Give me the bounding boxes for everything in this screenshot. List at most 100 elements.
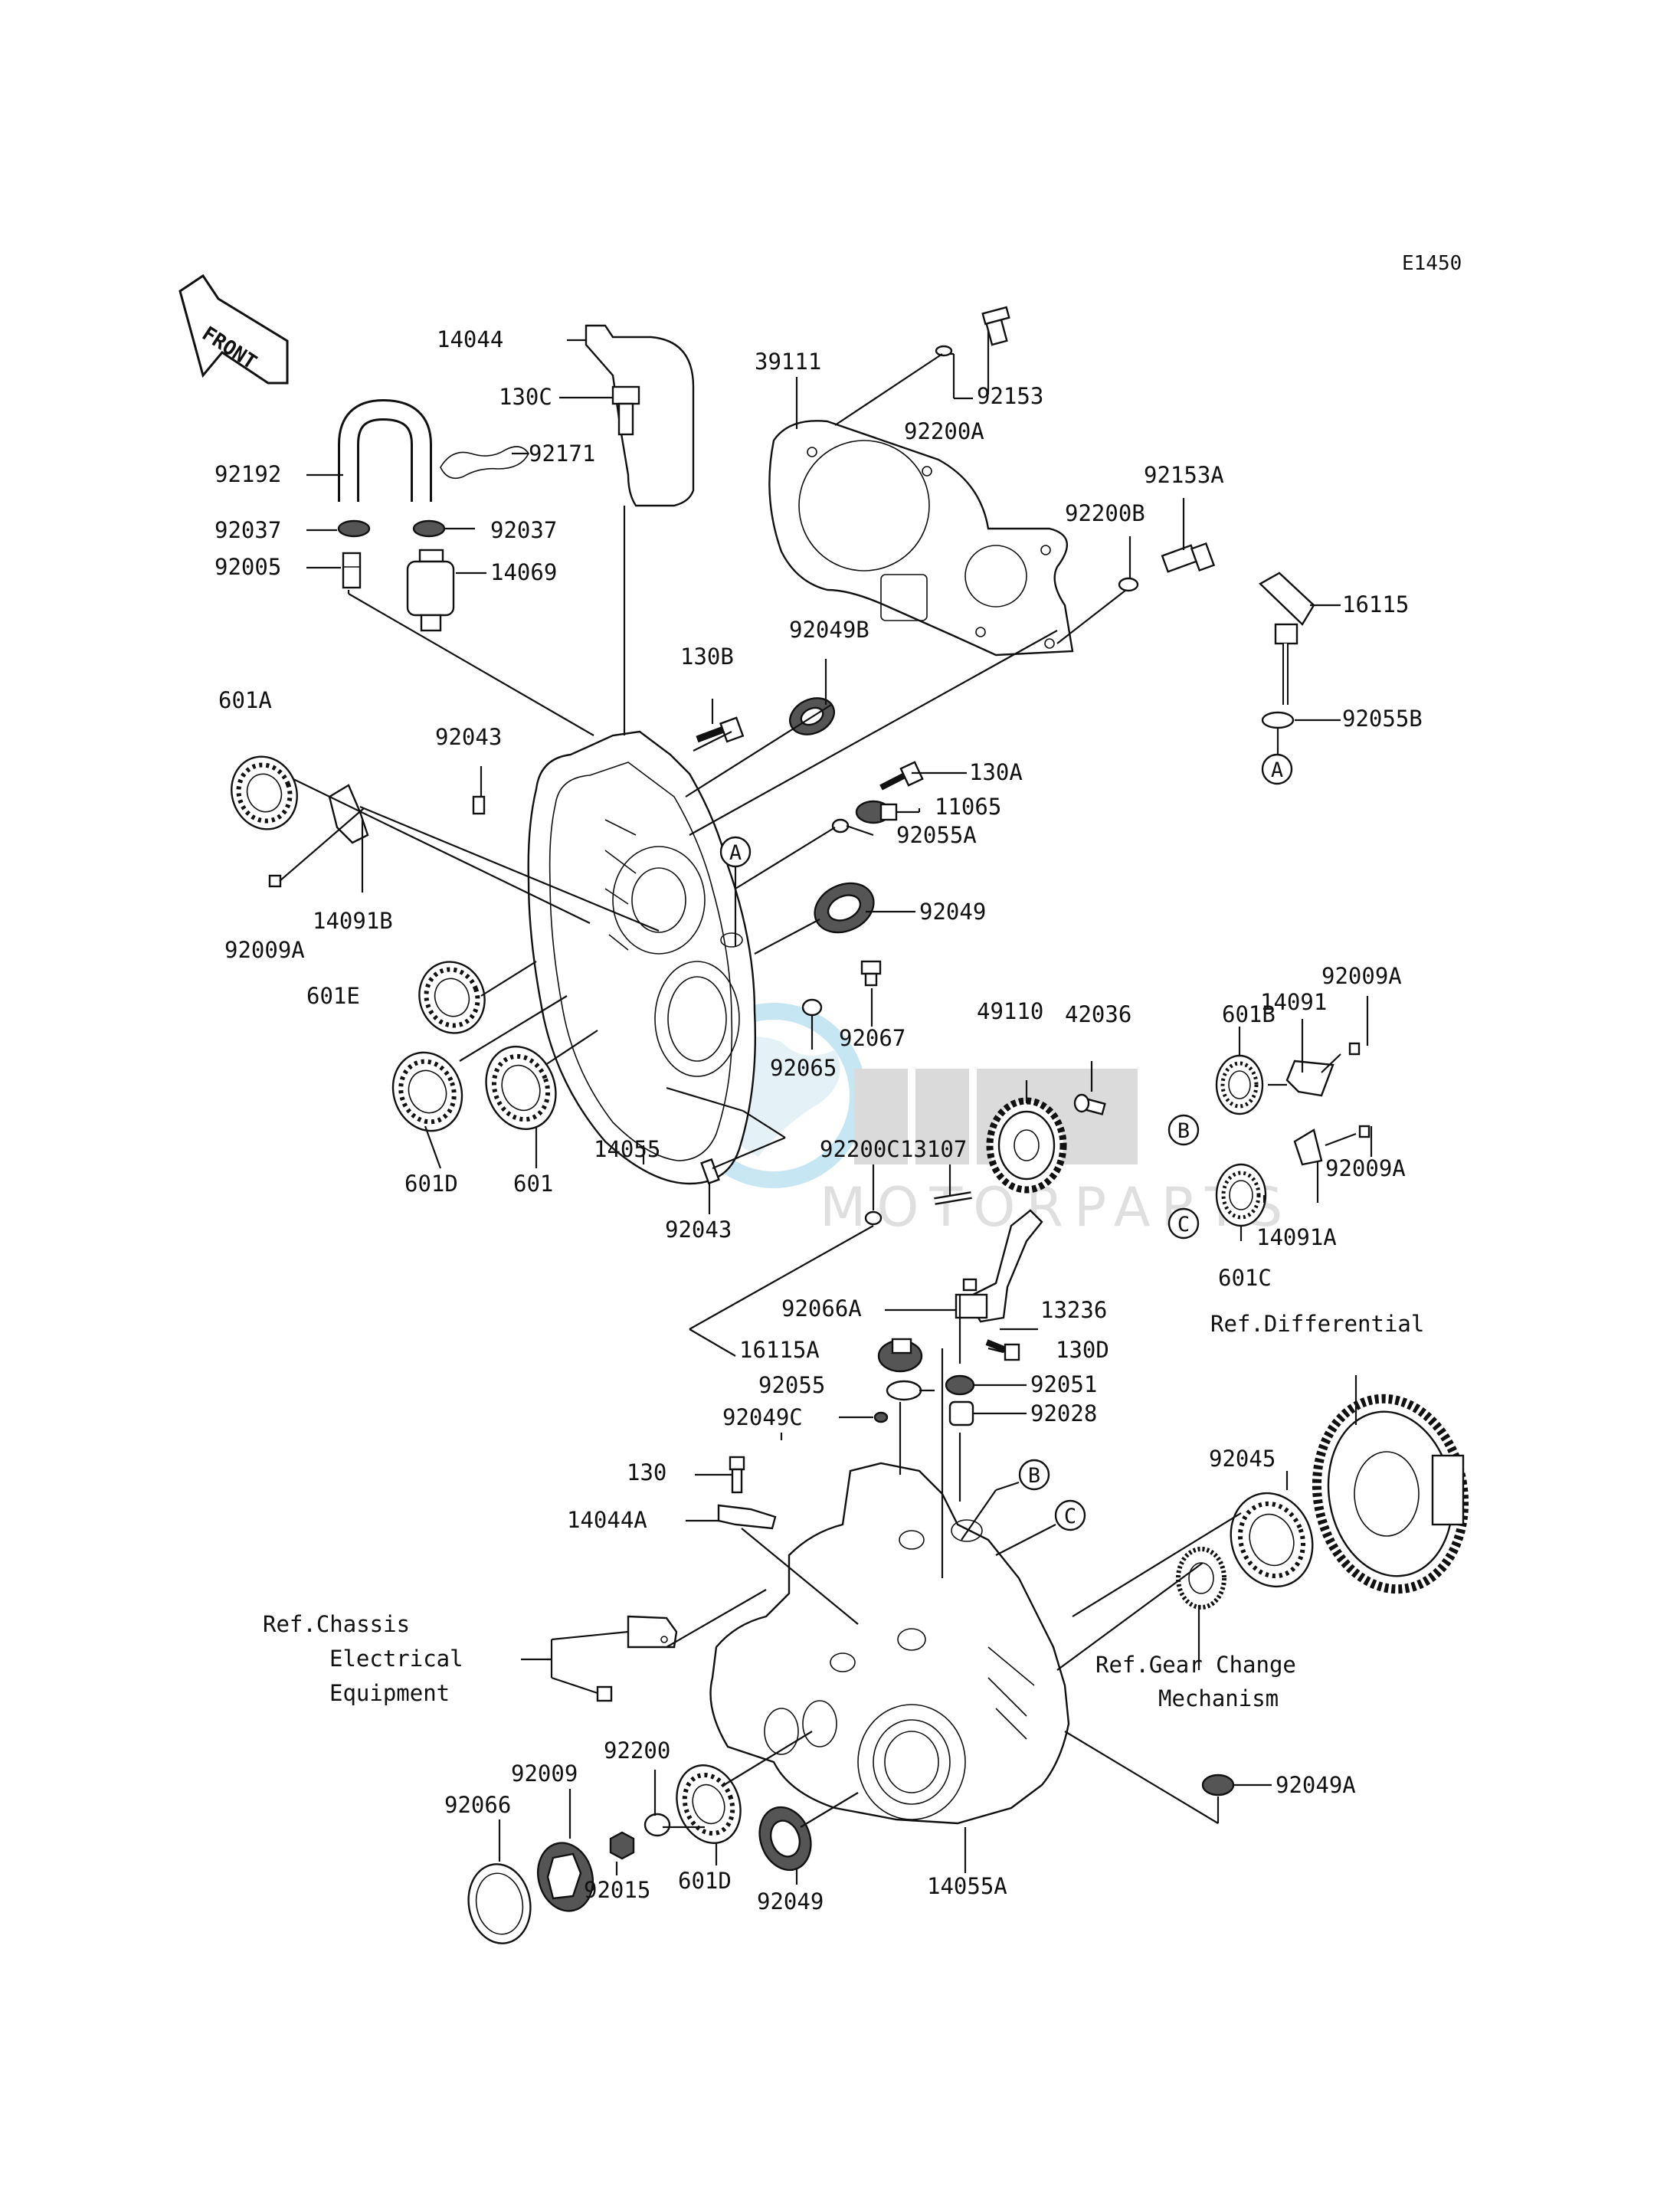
marker-B-bearing: B	[1167, 1114, 1200, 1146]
washer-92009	[537, 1842, 594, 1912]
marker-C-case: C	[1054, 1499, 1086, 1531]
bearing-601A	[231, 755, 298, 830]
ref-chassis-line1: Ref.Chassis	[263, 1611, 410, 1637]
label-92015: 92015	[584, 1877, 650, 1903]
bolt-130B	[696, 716, 745, 743]
label-92153A: 92153A	[1144, 462, 1224, 488]
svg-text:A: A	[729, 841, 742, 865]
svg-text:A: A	[1271, 758, 1283, 782]
label-601D-lower: 601D	[678, 1868, 732, 1894]
label-92045: 92045	[1209, 1446, 1276, 1472]
fitting-92005	[342, 552, 362, 589]
label-92051: 92051	[1030, 1371, 1097, 1397]
marker-A-dipstick: A	[1261, 753, 1293, 785]
label-14069: 14069	[490, 559, 557, 585]
gasket-plate-39111	[768, 420, 1074, 657]
label-130B: 130B	[680, 644, 734, 670]
svg-text:B: B	[1177, 1119, 1190, 1143]
label-14091B: 14091B	[313, 908, 393, 934]
label-13107: 13107	[900, 1136, 967, 1162]
label-601A: 601A	[218, 687, 272, 713]
label-92037-right: 92037	[490, 517, 557, 543]
reference-notes: Ref.Differential Ref.Chassis Electrical …	[263, 1311, 1424, 1711]
plate-14091B	[328, 784, 369, 844]
label-11065: 11065	[935, 794, 1001, 820]
chassis-screw	[596, 1685, 613, 1702]
label-601E: 601E	[306, 983, 360, 1009]
bracket-14044A	[717, 1504, 777, 1530]
label-92049C: 92049C	[722, 1404, 803, 1430]
label-16115: 16115	[1342, 591, 1409, 617]
seal-92049A	[1201, 1774, 1235, 1797]
cap-92066	[467, 1863, 532, 1944]
bushing-92028	[948, 1400, 974, 1426]
gear-49110	[986, 1097, 1067, 1194]
plate-14091	[1285, 1060, 1335, 1097]
label-14044A: 14044A	[567, 1507, 647, 1533]
label-601: 601	[513, 1171, 553, 1197]
label-14091A: 14091A	[1256, 1224, 1337, 1250]
ref-gear-change-line1: Ref.Gear Change	[1095, 1652, 1296, 1678]
washer-92200B	[1118, 577, 1139, 592]
label-92009A-left: 92009A	[224, 937, 305, 963]
ref-chassis-line3: Equipment	[329, 1680, 450, 1706]
label-92171: 92171	[529, 441, 595, 467]
label-49110: 49110	[977, 998, 1043, 1024]
marker-A-case: A	[719, 836, 752, 946]
bolt-130	[729, 1456, 745, 1494]
bolt-92153	[981, 306, 1010, 346]
bearing-601D-lower	[676, 1764, 742, 1844]
clamp-92037-right	[412, 519, 446, 538]
pin-42036	[1073, 1093, 1106, 1115]
dowel-92043-upper	[472, 795, 486, 815]
filter-14069	[406, 549, 455, 632]
label-601D-upper: 601D	[404, 1171, 458, 1197]
dowel-92043-lower	[700, 1158, 720, 1185]
label-92055A: 92055A	[896, 822, 977, 848]
washer-92065	[801, 998, 823, 1017]
bearing-601B	[1215, 1054, 1264, 1115]
gear-change-sleeve	[1176, 1547, 1226, 1610]
label-601C: 601C	[1218, 1265, 1272, 1291]
label-92153: 92153	[977, 383, 1043, 409]
label-13236: 13236	[1040, 1297, 1107, 1323]
seal-92049-upper	[814, 882, 875, 934]
label-130D: 130D	[1056, 1337, 1109, 1363]
seal-92051	[945, 1374, 975, 1396]
label-92037-left: 92037	[215, 517, 281, 543]
label-92066: 92066	[444, 1792, 511, 1818]
label-92200A: 92200A	[904, 418, 984, 444]
cap-92066A	[962, 1278, 978, 1292]
bolt-130C	[611, 385, 640, 436]
label-14055: 14055	[594, 1136, 660, 1162]
bearing-601C	[1215, 1163, 1267, 1227]
plate-14091A	[1293, 1128, 1323, 1166]
ref-differential: Ref.Differential	[1210, 1311, 1424, 1337]
label-92005: 92005	[215, 554, 281, 580]
oring-92055B	[1261, 711, 1295, 729]
cap-16115A	[877, 1338, 923, 1373]
label-14055A: 14055A	[927, 1873, 1007, 1899]
washer-92200A	[935, 345, 953, 357]
case-14055A	[709, 1462, 1070, 1825]
watermark-subtext: MOTORPARTS	[820, 1176, 1293, 1239]
label-92200: 92200	[604, 1738, 670, 1764]
label-92200B: 92200B	[1065, 500, 1145, 526]
plug-11065	[855, 800, 898, 824]
label-42036: 42036	[1065, 1001, 1131, 1027]
label-92192: 92192	[215, 461, 281, 487]
label-92067: 92067	[839, 1025, 905, 1051]
differential-gear	[1312, 1394, 1469, 1594]
label-601B: 601B	[1222, 1001, 1276, 1027]
label-92200C: 92200C	[820, 1136, 900, 1162]
label-92009A-right-upper: 92009A	[1321, 963, 1402, 989]
label-92049-lower: 92049	[757, 1888, 824, 1914]
part-labels: 14044 130C 92171 92192 92037 92037 92005…	[215, 326, 1423, 1914]
svg-text:C: C	[1064, 1505, 1076, 1528]
svg-text:B: B	[1028, 1464, 1040, 1488]
front-arrow-icon: FRONT	[178, 273, 289, 385]
nut-92015	[609, 1831, 635, 1860]
bearing-601E	[418, 961, 486, 1034]
